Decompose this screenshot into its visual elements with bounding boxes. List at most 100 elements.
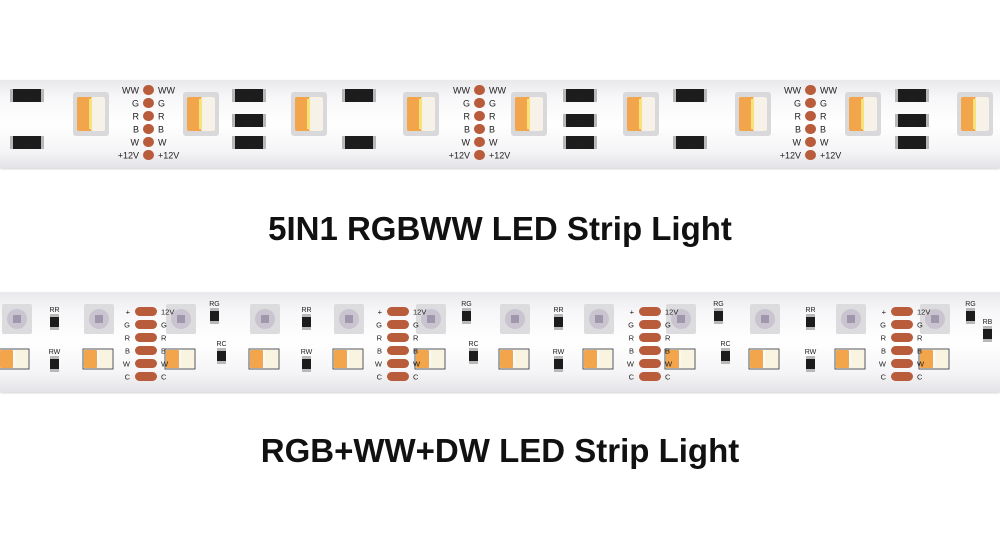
pad-label-left: C [629,373,635,382]
solder-pad [135,320,157,329]
pad-label-right: R [665,334,671,343]
resistor-cap [895,114,898,127]
led-warm-white [166,350,179,368]
pad-label-left: G [124,321,130,330]
resistor-body [895,114,929,127]
led-chip [527,99,530,129]
solder-pad [639,333,661,342]
led-daylight-white [599,350,612,368]
led-cool-half [753,97,767,131]
led-chip [595,315,603,323]
resistor-code: 181 [354,96,365,102]
resistor-cap [806,369,815,372]
resistor-cap [302,327,311,330]
solder-pad [891,307,913,316]
resistor-body [217,348,226,364]
resistor-cap [673,89,676,102]
pad-label-left: G [376,321,382,330]
pad-label-left: R [629,334,635,343]
led-frame [918,348,950,370]
pad-label-right: C [665,373,671,382]
resistor [469,348,478,364]
solder-pad [805,137,816,147]
pad-label-right: B [917,347,922,356]
caption-rgbww: 5IN1 RGBWW LED Strip Light [268,210,732,247]
solder-pad [474,85,485,95]
pad-label-right: G [917,321,923,330]
pad-label-left: G [794,99,801,109]
led-5in1 [623,92,659,136]
resistor-body [50,314,59,330]
resistor-cap [895,136,898,149]
pad-label-right: +12V [158,151,179,161]
led-daylight-white [431,350,444,368]
solder-pad [474,98,485,108]
resistor-code: 181 [244,143,255,149]
solder-pad [474,137,485,147]
resistor: 181 [563,114,597,127]
led-daylight-white [515,350,528,368]
led-chip [345,315,353,323]
led-rgb [84,304,114,334]
solder-pad [891,320,913,329]
resistor-cap [462,321,471,324]
led-daylight-white [765,350,778,368]
pad-label-right: B [489,125,495,135]
pad-label-right: R [917,334,923,343]
resistor-cap [895,89,898,102]
led-chip [847,315,855,323]
resistor-body [302,356,311,372]
led-ww-dw-pair [498,348,530,370]
led-cool-half [975,97,989,131]
resistor-cap [232,114,235,127]
led-frame [664,348,696,370]
resistor-cap [594,89,597,102]
resistor: 181 [10,136,44,149]
led-chip [261,315,269,323]
pad-label-right: G [161,321,167,330]
resistor [217,348,226,364]
pad-label-left: W [131,138,140,148]
resistor-cap [263,136,266,149]
led-frame [332,348,364,370]
solder-pad [891,372,913,381]
pad-label-right: R [489,112,496,122]
solder-pad [891,346,913,355]
resistor-code: 181 [685,96,696,102]
resistor [554,314,563,330]
pad-label-right: W [917,360,925,369]
pad-label-left: R [377,334,383,343]
resistor-cap [806,314,815,317]
pad-label-left: G [880,321,886,330]
resistor-cap [50,369,59,372]
pad-label-right: WW [489,86,506,96]
pad-label-right: B [158,125,164,135]
led-5in1 [73,92,109,136]
resistor-cap [41,89,44,102]
solder-pad [143,150,154,160]
led-rgb [416,304,446,334]
resistor-body [462,308,471,324]
resistor-body [342,136,376,149]
led-cool-half [91,97,105,131]
led-rgb [2,304,32,334]
resistor-cap [41,136,44,149]
pad-label-right: W [161,360,169,369]
pad-label-right: R [413,334,419,343]
resistor [714,308,723,324]
resistor-cap [469,348,478,351]
led-rgb [584,304,614,334]
solder-pad [891,333,913,342]
resistor-cap [342,136,345,149]
solder-pad [639,359,661,368]
led-5in1 [183,92,219,136]
led-daylight-white [15,350,28,368]
resistor-label: RC [720,341,730,348]
led-ww-dw-pair [582,348,614,370]
led-rgb [334,304,364,334]
led-chip [89,99,92,129]
